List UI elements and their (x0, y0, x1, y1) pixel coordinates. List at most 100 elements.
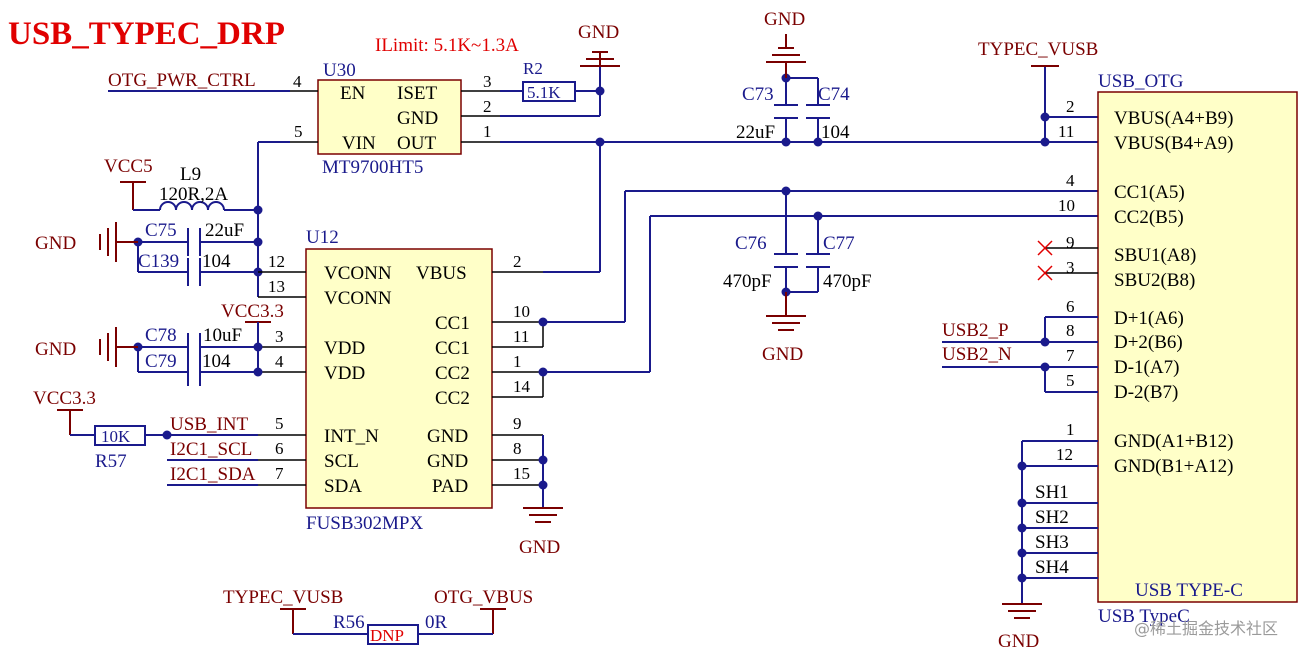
usb-pin-name: D+2(B6) (1114, 332, 1183, 353)
u12-pin-name: GND (427, 426, 468, 447)
u12-pin-name: INT_N (324, 426, 379, 447)
u12-pin-name: PAD (432, 476, 468, 497)
u12-pin-num: 11 (513, 327, 529, 346)
junction (1017, 548, 1027, 558)
c74-ref: C74 (818, 84, 850, 105)
usb-pin-num: 3 (1066, 258, 1075, 277)
u12-pin-name: CC2 (435, 363, 470, 384)
junction (1017, 498, 1027, 508)
usb-pin-name: D+1(A6) (1114, 308, 1184, 329)
junction (253, 205, 263, 215)
c75-ref: C75 (145, 220, 177, 241)
u12-pin-num: 5 (275, 414, 284, 433)
u30-part: MT9700HT5 (322, 157, 423, 178)
c73-ref: C73 (742, 84, 774, 105)
ilimit-note: ILimit: 5.1K~1.3A (375, 35, 519, 56)
gnd-symbol-usb (1002, 603, 1042, 619)
u12-pin-num: 1 (513, 352, 522, 371)
usb-otg-type-label: USB TYPE-C (1135, 580, 1243, 601)
usb-pin-num: 5 (1066, 371, 1075, 390)
usb-pin-num: 4 (1066, 171, 1075, 190)
usb-pin-name: GND(B1+A12) (1114, 456, 1233, 477)
usb-pin-name: CC2(B5) (1114, 207, 1184, 228)
l9-value: 120R,2A (159, 184, 228, 205)
c76-ref: C76 (735, 233, 767, 254)
usb-pin-name: SBU1(A8) (1114, 245, 1196, 266)
no-connect-mark (1037, 265, 1053, 281)
c79-value: 104 (202, 351, 231, 372)
u12-pin-num: 8 (513, 439, 522, 458)
net-typec-vusb-top: TYPEC_VUSB (978, 39, 1098, 60)
u12-pin-name: VCONN (324, 288, 392, 309)
u30-num-5: 5 (294, 122, 303, 141)
junction (162, 430, 172, 440)
c75-value: 22uF (205, 220, 244, 241)
u12-pin-num: 13 (268, 277, 285, 296)
net-typec-vusb-r56: TYPEC_VUSB (223, 587, 343, 608)
gnd-label-r2: GND (578, 22, 619, 43)
c139-ref: C139 (138, 251, 179, 272)
junction (813, 137, 823, 147)
gnd-label-c76: GND (762, 344, 803, 365)
usb-otg-pins: VBUS(A4+B9) 2 VBUS(B4+A9) 11 CC1(A5) 4 C… (1045, 97, 1233, 477)
sheet-title: USB_TYPEC_DRP (8, 16, 285, 52)
usb-pin-name: D-1(A7) (1114, 357, 1179, 378)
usb-pin-num: 9 (1066, 233, 1075, 252)
u12-pin-name: CC2 (435, 388, 470, 409)
net-i2c1-sda: I2C1_SDA (170, 464, 256, 485)
c77-value: 470pF (823, 271, 872, 292)
usb-pin-name: D-2(B7) (1114, 382, 1178, 403)
usb-pin-num: 2 (1066, 97, 1075, 116)
gnd-symbol-c78 (99, 327, 138, 367)
u30-num-3: 3 (483, 72, 492, 91)
junction (1040, 337, 1050, 347)
c74-value: 104 (821, 122, 850, 143)
u12-pin-name: GND (427, 451, 468, 472)
u12-pin-name: SCL (324, 451, 359, 472)
gnd-label-c78: GND (35, 339, 76, 360)
usb-pin-num: 7 (1066, 346, 1075, 365)
junction (253, 237, 263, 247)
watermark: @稀土掘金技术社区 (1134, 619, 1278, 638)
c139-value: 104 (202, 251, 231, 272)
u12-pin-num: 2 (513, 252, 522, 271)
usb-otg-body (1097, 91, 1298, 603)
junction (781, 137, 791, 147)
u12-pin-num: 14 (513, 377, 531, 396)
usb-pin-num: 12 (1056, 445, 1073, 464)
u30-pin-out: OUT (397, 133, 436, 154)
u12-right-pins: VBUS 2 CC1 10 CC1 11 CC2 1 CC2 14 GND 9 … (416, 252, 543, 497)
gnd-symbol-r2 (580, 51, 620, 67)
junction (538, 455, 548, 465)
shield-pin: SH4 (1035, 557, 1069, 578)
r56-body (367, 624, 419, 645)
c77-ref: C77 (823, 233, 855, 254)
r2-value: 5.1K (527, 83, 561, 102)
junction (1040, 112, 1050, 122)
usb-pin-num: 8 (1066, 321, 1075, 340)
usb-pin-num: 1 (1066, 420, 1075, 439)
u30-num-1: 1 (483, 122, 492, 141)
gnd-label-u12: GND (519, 537, 560, 558)
u12-pin-num: 15 (513, 464, 530, 483)
junction (1017, 523, 1027, 533)
c76-value: 470pF (723, 271, 772, 292)
gnd-label-usb: GND (998, 631, 1039, 652)
u12-pin-name: VDD (324, 338, 365, 359)
u12-pin-name: SDA (324, 476, 362, 497)
usb-otg-part: USB TypeC (1098, 606, 1190, 627)
u12-pin-num: 3 (275, 327, 284, 346)
gnd-symbol-c75 (99, 222, 138, 262)
r56-dnp-note: DNP (370, 626, 404, 645)
net-usb2-p: USB2_P (942, 320, 1009, 341)
usb-pin-num: 10 (1058, 196, 1075, 215)
r57-value: 10K (101, 427, 131, 446)
gnd-label-c75: GND (35, 233, 76, 254)
usb-pin-name: SBU2(B8) (1114, 270, 1195, 291)
net-vcc33-u12: VCC3.3 (221, 301, 284, 322)
net-otg-pwr-ctrl: OTG_PWR_CTRL (108, 70, 256, 91)
u30-ref: U30 (323, 60, 356, 81)
shield-pin: SH3 (1035, 532, 1069, 553)
junction (253, 342, 263, 352)
